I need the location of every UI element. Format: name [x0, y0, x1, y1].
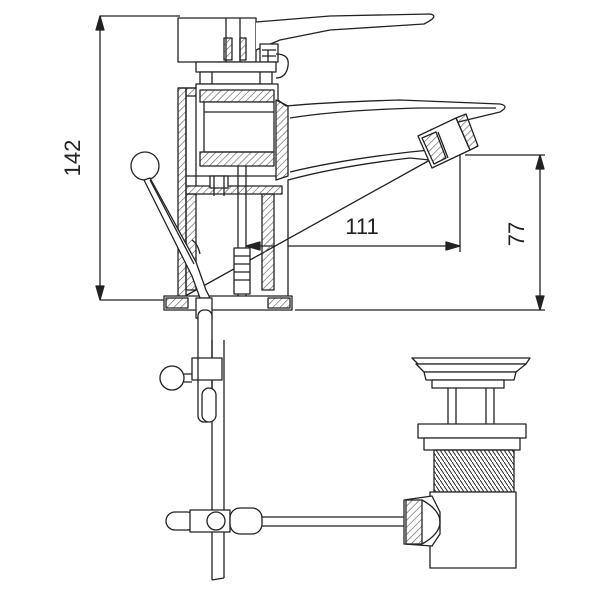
- dimension-label-111: 111: [345, 214, 378, 239]
- pop-up-lift-rod: [130, 151, 213, 319]
- cartridge-cap: [195, 61, 277, 85]
- pop-up-drain: [403, 357, 531, 569]
- horizontal-linkage: [165, 507, 408, 535]
- aerator: [417, 113, 479, 169]
- dimension-label-142: 142: [60, 140, 85, 177]
- dimension-77: [295, 154, 545, 311]
- faucet-body: [163, 83, 506, 311]
- linkage-rod: [159, 309, 225, 581]
- dimension-label-77: 77: [504, 222, 529, 246]
- lever-handle: [177, 13, 435, 79]
